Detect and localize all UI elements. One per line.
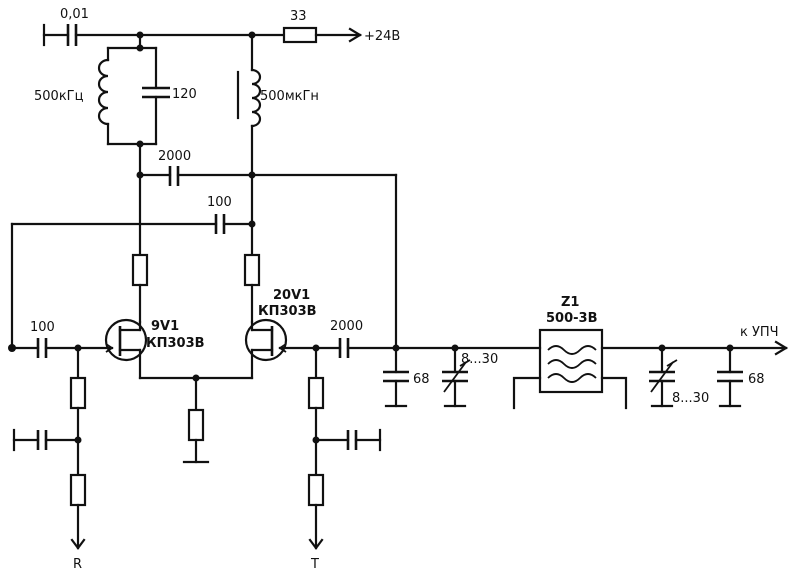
label-c-68-left: 68 [413, 372, 430, 387]
label-terminal-t: T [310, 557, 319, 572]
label-vt2-type: КП303В [258, 304, 317, 319]
top-coupling-capacitor [42, 23, 78, 47]
label-c-2000-top: 2000 [158, 149, 191, 164]
drain-resistor-left [131, 253, 149, 287]
tank-capacitor-120 [142, 46, 170, 146]
label-c-tank: 120 [172, 87, 197, 102]
label-terminal-r: R [73, 557, 82, 572]
arrow-t [308, 538, 324, 550]
label-l-tank: 500кГц [34, 89, 84, 104]
label-vt1-ref: 9V1 [151, 319, 179, 334]
trimmer-capacitor-left [442, 359, 471, 408]
label-c-68-right: 68 [748, 372, 765, 387]
tank-inductor [97, 46, 110, 146]
source-resistor [187, 408, 205, 442]
capacitor-68-right [717, 370, 743, 408]
gate-resistor-left-top [69, 376, 87, 410]
label-l-choke: 500мкГн [260, 89, 319, 104]
filter-z1 [538, 328, 604, 394]
capacitor-2000-output [338, 338, 350, 358]
label-supply: +24В [364, 29, 400, 44]
label-vt2-ref: 20V1 [273, 288, 310, 303]
choke-inductor [236, 68, 262, 128]
label-r-top: 33 [290, 9, 307, 24]
output-arrow [774, 340, 789, 356]
trimmer-capacitor-right [649, 359, 678, 408]
transistor-vt1 [76, 318, 148, 380]
arrow-r [70, 538, 86, 550]
label-c-2000-out: 2000 [330, 319, 363, 334]
capacitor-100-feedback [214, 214, 226, 234]
gate-resistor-right-top [307, 376, 325, 410]
resistor-33 [282, 26, 318, 44]
label-z1-ref: Z1 [561, 295, 579, 310]
bypass-capacitor-right [314, 428, 382, 452]
capacitor-100-input [36, 338, 48, 358]
label-c-trim-right: 8...30 [672, 391, 709, 406]
label-c-top: 0,01 [60, 7, 89, 22]
label-c-trim-left: 8...30 [461, 352, 498, 367]
label-c-100-fb: 100 [207, 195, 232, 210]
label-vt1-type: КП303В [146, 336, 205, 351]
gate-resistor-right-bottom [307, 473, 325, 507]
transistor-vt2 [244, 318, 318, 380]
label-z1-type: 500-3В [546, 311, 598, 326]
bypass-capacitor-left [12, 428, 80, 452]
junction-dots [74, 31, 734, 444]
gate-resistor-left-bottom [69, 473, 87, 507]
label-out: к УПЧ [740, 325, 779, 340]
drain-resistor-right [243, 253, 261, 287]
supply-arrow [348, 27, 363, 43]
capacitor-68-left [383, 370, 409, 408]
capacitor-2000-top [168, 166, 180, 186]
label-c-100-in: 100 [30, 320, 55, 335]
